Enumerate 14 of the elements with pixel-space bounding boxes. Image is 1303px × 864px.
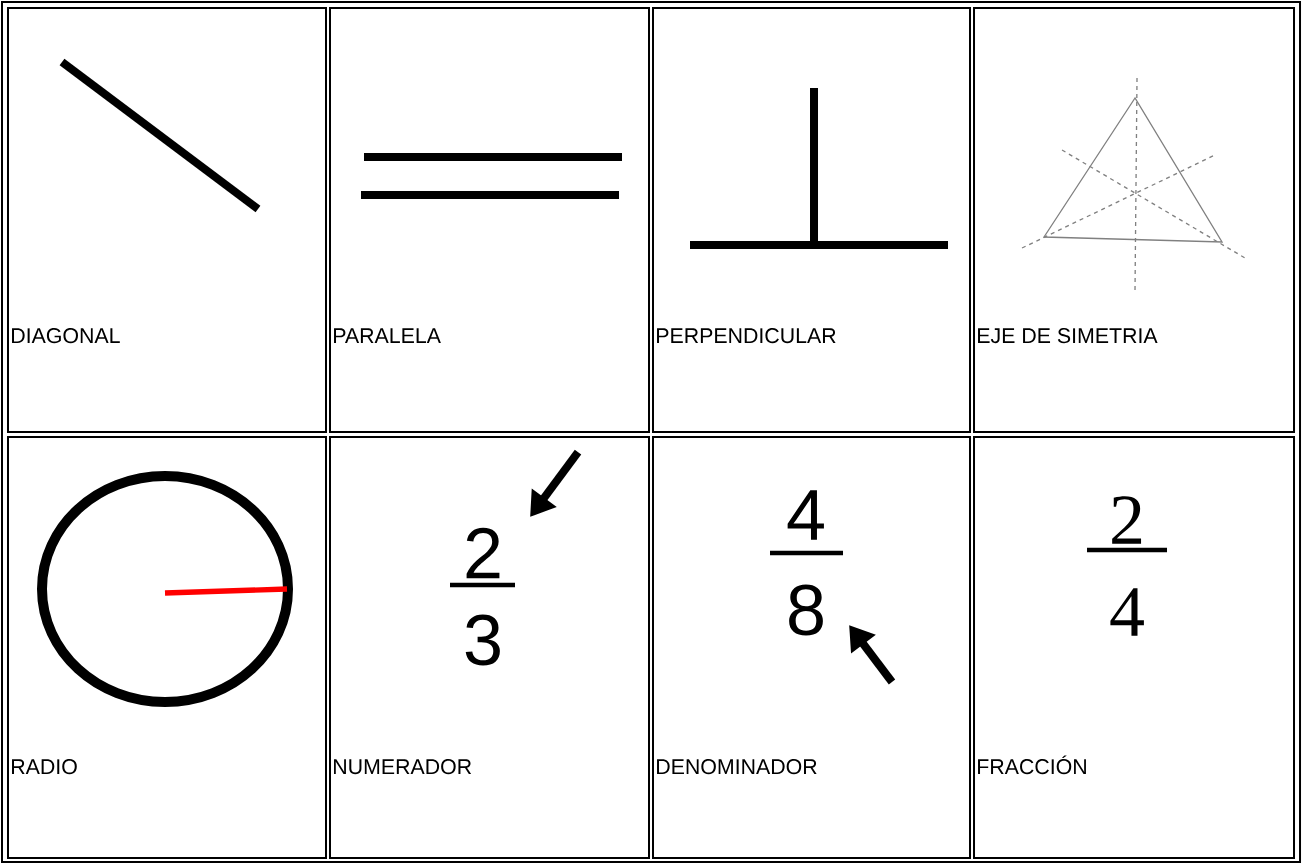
- numeral: 2: [1112, 496, 1142, 544]
- term-label: PERPENDICULAR: [657, 328, 836, 344]
- term-label: EJE DE SIMETRIA: [978, 328, 1158, 344]
- term-label: PARALELA: [334, 328, 441, 343]
- term-label: DIAGONAL: [12, 328, 120, 344]
- numeral: 4: [787, 490, 824, 540]
- term-label: FRACCIÓN: [978, 755, 1086, 775]
- term-label: DENOMINADOR: [657, 759, 817, 775]
- numeral: 3: [465, 614, 500, 666]
- numeral: 8: [789, 584, 823, 636]
- numeral: 4: [1110, 588, 1144, 636]
- term-label: NUMERADOR: [334, 759, 472, 775]
- term-label: RADIO: [12, 759, 77, 775]
- numeral: 2: [466, 527, 500, 579]
